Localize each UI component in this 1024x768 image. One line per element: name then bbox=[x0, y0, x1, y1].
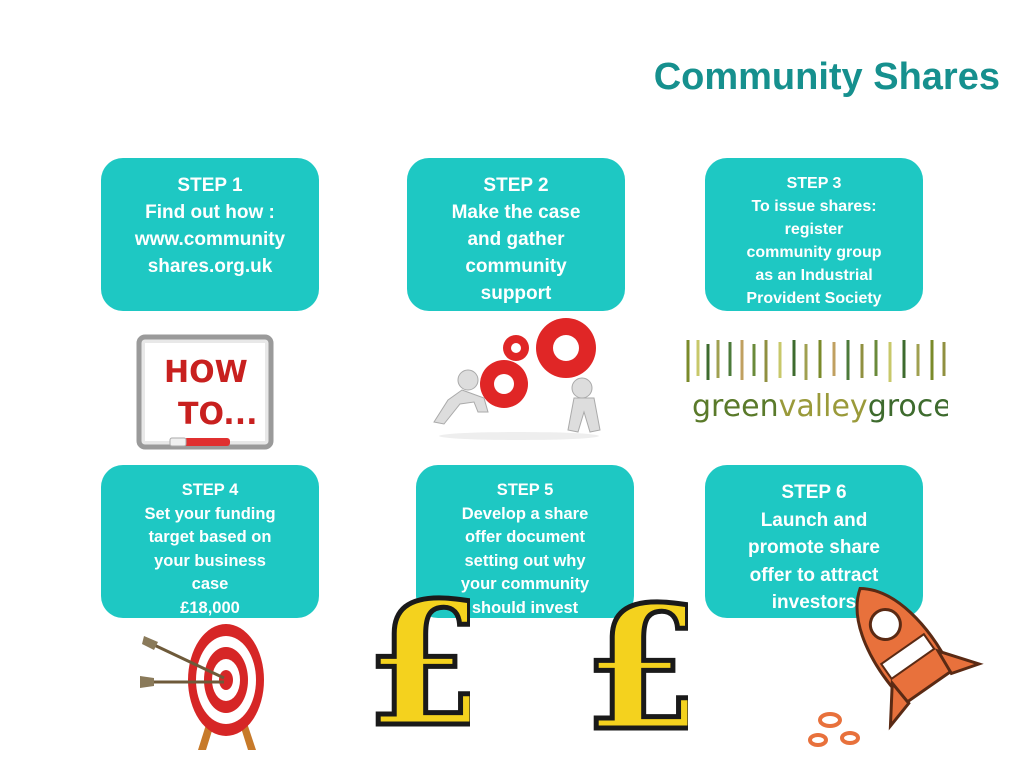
step-text: Develop a share offer document setting o… bbox=[460, 504, 590, 617]
step-text: Find out how : www.community shares.org.… bbox=[134, 202, 286, 277]
step-label: STEP 6 bbox=[781, 482, 847, 503]
step-text: Launch and promote share offer to attrac… bbox=[748, 509, 880, 614]
pound-glyph: £ bbox=[366, 578, 470, 742]
svg-text:greenvalleygrocer: greenvalleygrocer bbox=[692, 389, 948, 424]
step-label: STEP 5 bbox=[496, 481, 554, 499]
step-label: STEP 3 bbox=[786, 175, 842, 192]
target-with-arrows-icon bbox=[140, 624, 264, 750]
pound-sign-icon: £ bbox=[364, 578, 471, 742]
step-3-box: STEP 3 To issue shares: register communi… bbox=[705, 158, 923, 311]
green-valley-grocer-logo: greenvalleygrocer bbox=[686, 340, 948, 424]
pound-glyph: £ bbox=[584, 582, 688, 746]
howto-line1: HOW bbox=[164, 355, 248, 390]
step-label: STEP 4 bbox=[181, 481, 239, 499]
step-2-box: STEP 2 Make the case and gather communit… bbox=[407, 158, 625, 311]
page-title: Community Shares bbox=[653, 56, 1000, 98]
step-5-box: STEP 5 Develop a share offer document se… bbox=[416, 465, 634, 618]
howto-line2: TO... bbox=[178, 397, 258, 432]
logo-part-valley: valley bbox=[779, 389, 868, 424]
pound-sign-icon: £ bbox=[582, 582, 689, 746]
logo-part-green: green bbox=[692, 389, 779, 424]
rocket-icon bbox=[808, 586, 984, 747]
step-text: To issue shares: register community grou… bbox=[746, 198, 882, 307]
step-label: STEP 2 bbox=[483, 175, 549, 196]
logo-part-grocer: grocer bbox=[868, 389, 948, 424]
step-text: Set your funding target based on your bu… bbox=[144, 504, 276, 617]
step-label: STEP 1 bbox=[177, 175, 243, 196]
step-text: Make the case and gather community suppo… bbox=[451, 202, 581, 304]
step-4-box: STEP 4 Set your funding target based on … bbox=[101, 465, 319, 618]
step-1-box: STEP 1 Find out how : www.community shar… bbox=[101, 158, 319, 311]
how-to-whiteboard-icon: HOW TO... bbox=[136, 334, 274, 450]
step-6-box: STEP 6 Launch and promote share offer to… bbox=[705, 465, 923, 618]
people-pushing-gears-icon bbox=[433, 318, 601, 440]
